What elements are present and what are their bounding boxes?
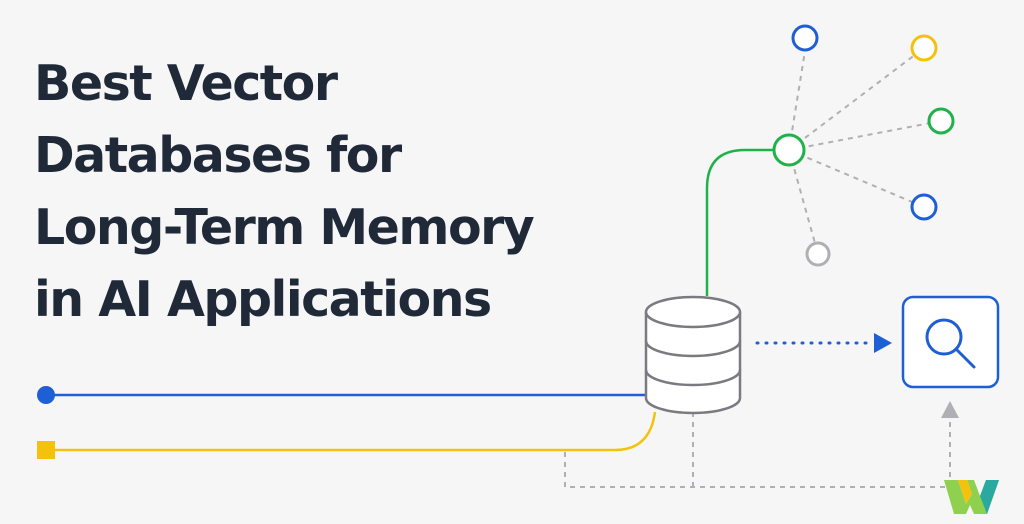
yellow-square-icon [37, 441, 55, 459]
title-line-2: Databases for [34, 127, 402, 184]
page-title: Best Vector Databases for Long-Term Memo… [34, 48, 535, 336]
green-link-line [705, 148, 774, 296]
yellow-input-line [46, 411, 657, 452]
blue-dot-icon [37, 386, 55, 404]
up-arrow-icon [941, 401, 959, 418]
node-blue-top-icon [791, 24, 819, 52]
connector-bottom [788, 149, 819, 255]
search-box [901, 295, 1000, 389]
right-arrow-icon [874, 333, 892, 353]
connector-top-right [788, 47, 925, 151]
title-line-3: Long-Term Memory [34, 199, 535, 256]
database-icon [644, 295, 742, 415]
dashed-connectors [564, 47, 951, 488]
magnifier-icon [925, 318, 976, 369]
hub-node-icon [772, 133, 806, 167]
connector-top [788, 50, 806, 151]
node-blue-right-icon [910, 193, 938, 221]
title-line-4: in AI Applications [34, 271, 492, 328]
connector-lower-right [788, 149, 925, 208]
title-line-1: Best Vector [34, 55, 338, 112]
node-gray-icon [805, 241, 831, 267]
node-yellow-icon [910, 34, 938, 62]
connector-right [788, 120, 942, 151]
node-green-icon [927, 107, 955, 135]
connector-return-path [564, 418, 951, 488]
w-logo-icon [944, 480, 999, 514]
